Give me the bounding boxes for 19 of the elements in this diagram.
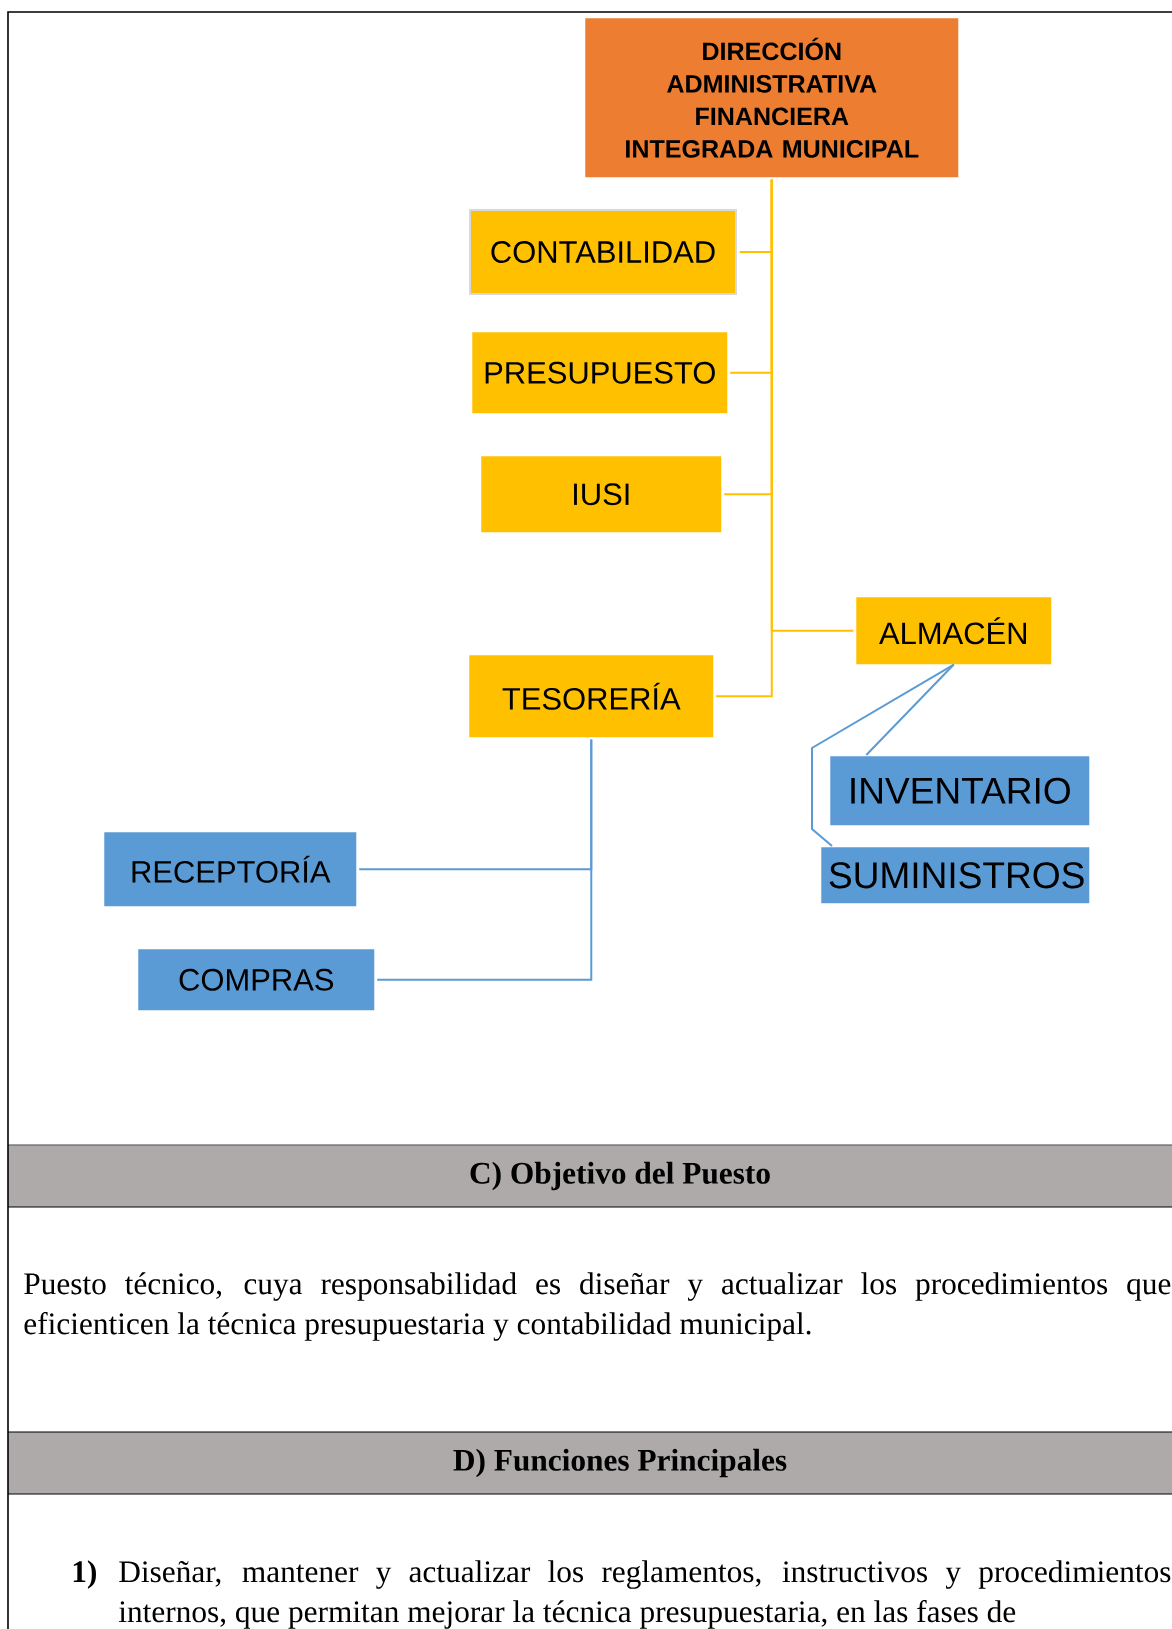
section-heading: D) Funciones Principales: [453, 1448, 787, 1478]
department-box: TESORERÍA: [469, 655, 714, 738]
department-box: IUSI: [481, 456, 722, 533]
department-box: PRESUPUESTO: [472, 332, 728, 414]
unit-box: SUMINISTROS: [821, 847, 1090, 904]
unit-box: INVENTARIO: [830, 756, 1090, 826]
list-number: 1): [73, 1560, 96, 1589]
unit-box: COMPRAS: [138, 949, 375, 1011]
connector-line: [715, 178, 773, 698]
department-box: ALMACÉN: [856, 597, 1052, 665]
director-box: DIRECCIÓN ADMINISTRATIVA FINANCIERA INTEGRADA MUNICIPAL: [585, 18, 959, 178]
paragraph: Puesto técnico, cuya responsabilidad es diseñar y actualizar los procedimientos que eficienticen la técnica presupuestaria y contabilidad municipal.: [24, 1272, 1171, 1341]
department-box: CONTABILIDAD: [469, 209, 737, 295]
connector-line: [376, 738, 593, 981]
connector-line: [865, 663, 955, 756]
list-item: Diseñar, mantener y actualizar los reglamentos, instructivos y procedimientos internos, que permitan mejorar la técnica presupuestaria, en las fases de: [118, 1560, 1171, 1629]
connector-line: [811, 663, 955, 847]
unit-box: RECEPTORÍA: [104, 832, 357, 907]
section-heading: C) Objetivo del Puesto: [470, 1161, 770, 1191]
